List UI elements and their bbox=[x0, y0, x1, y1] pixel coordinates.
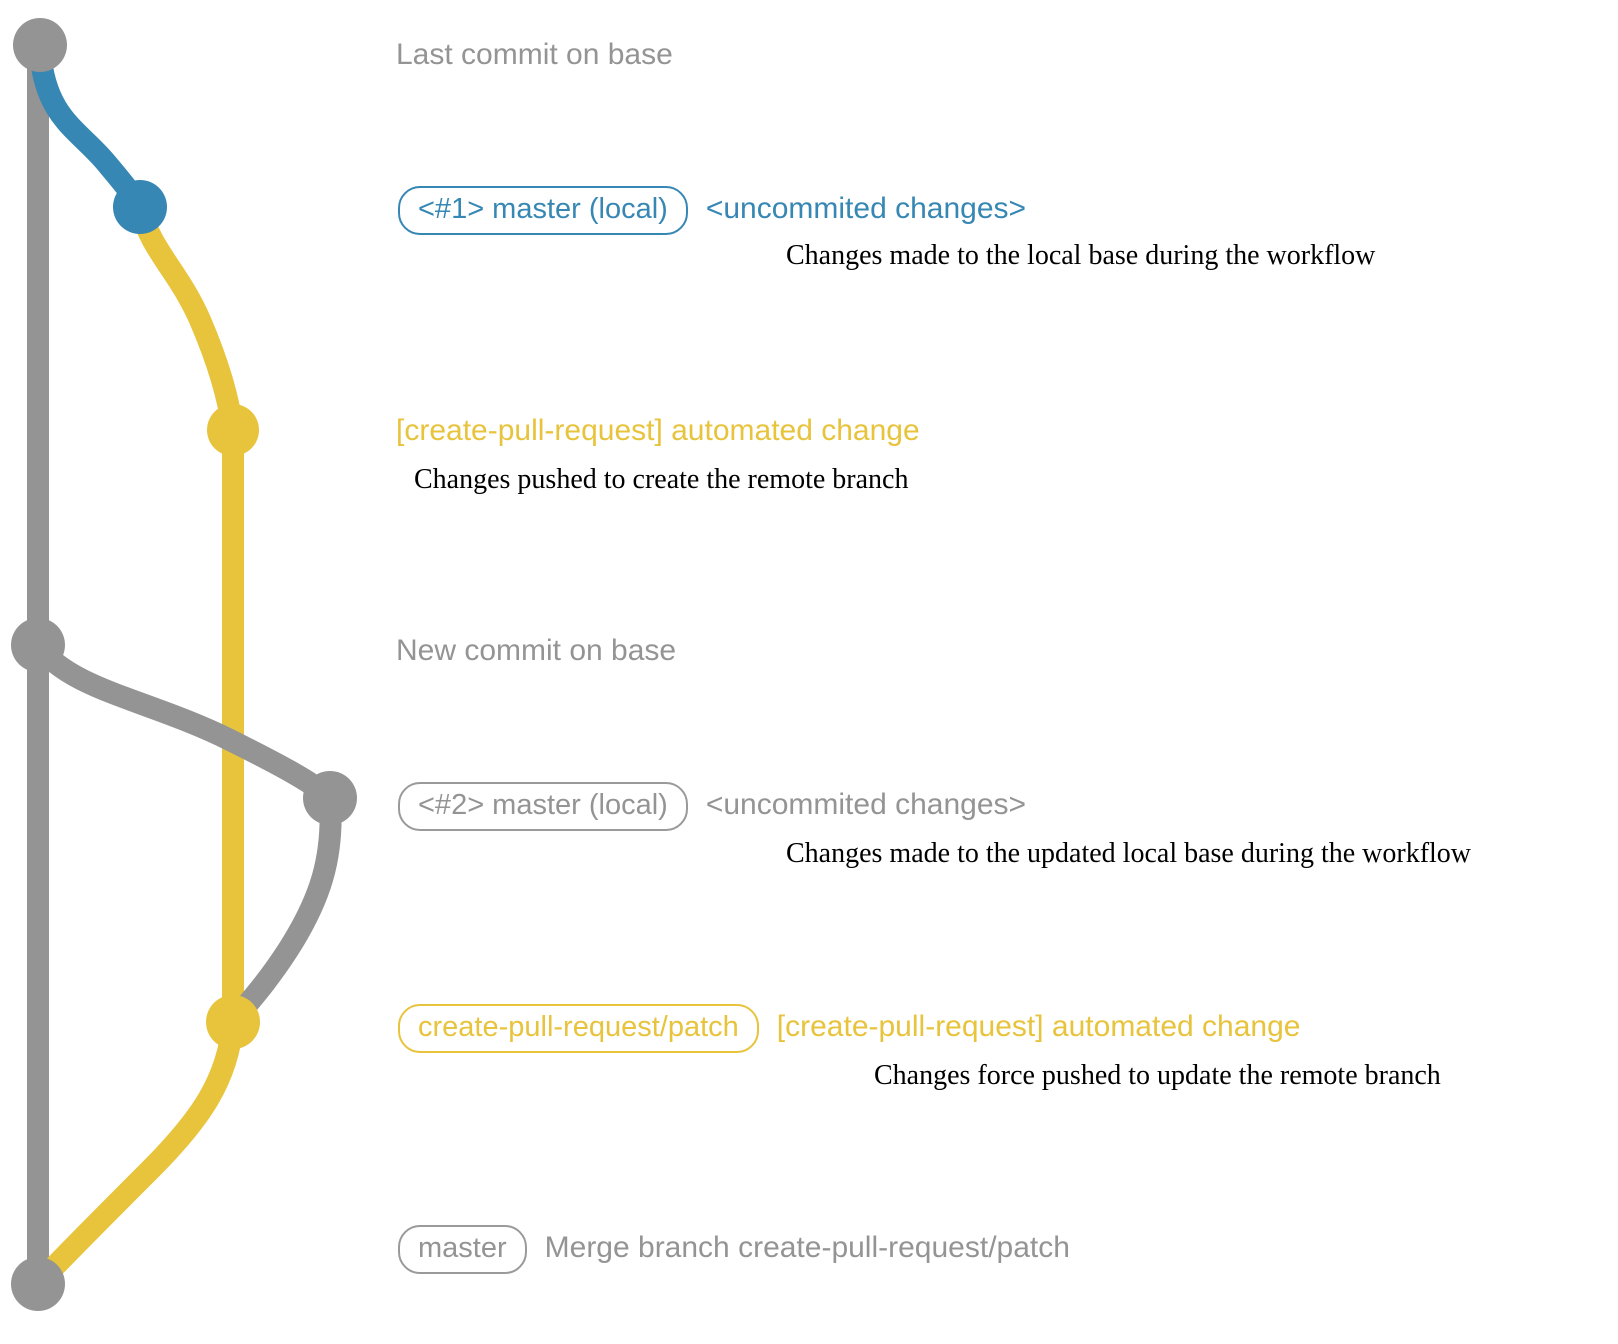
commit-node-automated-change-2 bbox=[206, 995, 260, 1049]
detour-to-patch-line bbox=[222, 787, 342, 1033]
commit-node-local-changes-1 bbox=[113, 180, 167, 234]
commit-title-automated-change-1: [create-pull-request] automated change bbox=[396, 414, 920, 447]
commit-title-automated-change-2: [create-pull-request] automated change bbox=[776, 1010, 1301, 1043]
commit-note-automated-change-1: Changes pushed to create the remote bran… bbox=[414, 464, 909, 495]
commit-note-automated-change-2: Changes force pushed to update the remot… bbox=[874, 1060, 1441, 1091]
commit-title-last-commit-on-base: Last commit on base bbox=[396, 38, 673, 71]
branch-label-master-local-2[interactable]: <#2> master (local) bbox=[398, 782, 688, 831]
commit-node-new-commit-on-base bbox=[11, 618, 65, 672]
commit-title-local-changes-1: <uncommited changes> bbox=[705, 192, 1027, 225]
commit-title-merge-commit: Merge branch create-pull-request/patch bbox=[544, 1231, 1070, 1264]
commit-note-local-changes-2: Changes made to the updated local base d… bbox=[786, 838, 1472, 869]
commit-row-automated-change-2: create-pull-request/patch [create-pull-r… bbox=[398, 1004, 1300, 1053]
patch-branch-line-upper bbox=[129, 196, 244, 1033]
commit-node-local-changes-2 bbox=[303, 771, 357, 825]
base-detour-line bbox=[27, 634, 341, 809]
commit-title-local-changes-2: <uncommited changes> bbox=[705, 788, 1027, 821]
commit-title-new-commit-on-base: New commit on base bbox=[396, 634, 677, 667]
branch-label-create-pull-request-patch[interactable]: create-pull-request/patch bbox=[398, 1004, 759, 1053]
commit-row-local-changes-2: <#2> master (local) <uncommited changes> bbox=[398, 782, 1026, 831]
commit-row-merge-commit: master Merge branch create-pull-request/… bbox=[398, 1225, 1070, 1274]
local-branch-line bbox=[29, 41, 151, 218]
commit-nodes bbox=[11, 18, 357, 1311]
patch-merge-line bbox=[27, 1011, 244, 1295]
commit-row-local-changes-1: <#1> master (local) <uncommited changes> bbox=[398, 186, 1026, 235]
branch-label-master-local-1[interactable]: <#1> master (local) bbox=[398, 186, 688, 235]
branch-label-master[interactable]: master bbox=[398, 1225, 527, 1274]
commit-node-automated-change-1 bbox=[207, 404, 259, 456]
commit-note-local-changes-1: Changes made to the local base during th… bbox=[786, 240, 1376, 271]
commit-node-last-commit-on-base bbox=[13, 18, 67, 72]
commit-node-merge-commit bbox=[11, 1257, 65, 1311]
